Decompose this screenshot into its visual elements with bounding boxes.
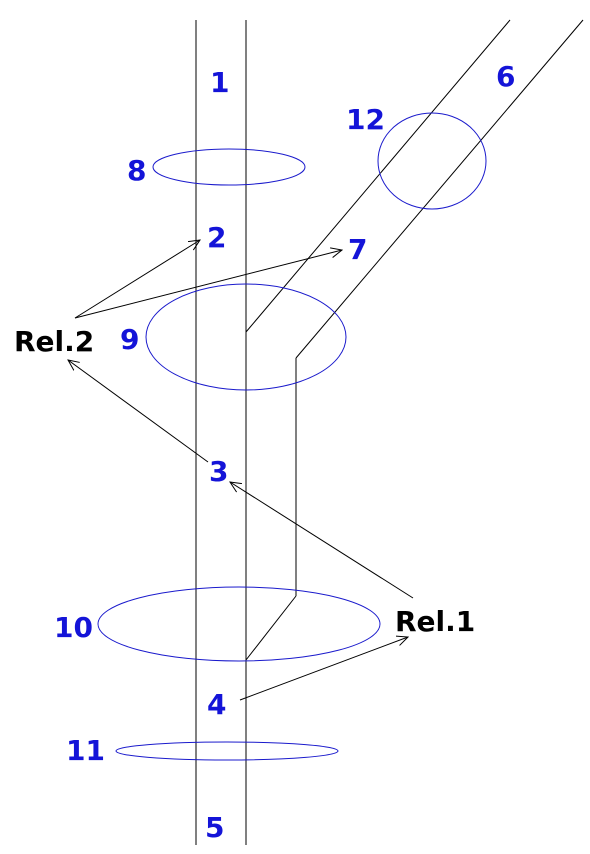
label-4: 4	[207, 688, 226, 721]
ellipse-8	[152, 148, 306, 186]
arrow-rel2-to-2	[74, 240, 200, 319]
ellipse-9	[145, 283, 347, 391]
ellipse-10	[97, 586, 381, 662]
label-8: 8	[127, 154, 146, 187]
label-10: 10	[54, 611, 93, 644]
branch-upper-edge	[245, 19, 511, 333]
arrow-rel1-to-3	[230, 482, 414, 599]
branch-merge-segment	[245, 595, 297, 661]
label-12: 12	[346, 103, 385, 136]
arrow-3-to-rel2	[68, 360, 209, 463]
label-rel1: Rel.1	[395, 605, 475, 638]
label-6: 6	[496, 60, 515, 93]
label-5: 5	[205, 811, 224, 844]
arrow-4-to-rel1	[239, 637, 408, 701]
label-rel2: Rel.2	[14, 325, 94, 358]
label-11: 11	[66, 734, 105, 767]
ellipse-12	[377, 112, 487, 210]
label-3: 3	[209, 455, 228, 488]
label-9: 9	[120, 323, 139, 356]
ellipse-11	[115, 741, 339, 761]
arrow-rel2-to-7	[74, 250, 342, 319]
label-7: 7	[348, 233, 367, 266]
branch-lower-edge	[295, 19, 584, 359]
label-1: 1	[210, 66, 229, 99]
label-2: 2	[207, 221, 226, 254]
